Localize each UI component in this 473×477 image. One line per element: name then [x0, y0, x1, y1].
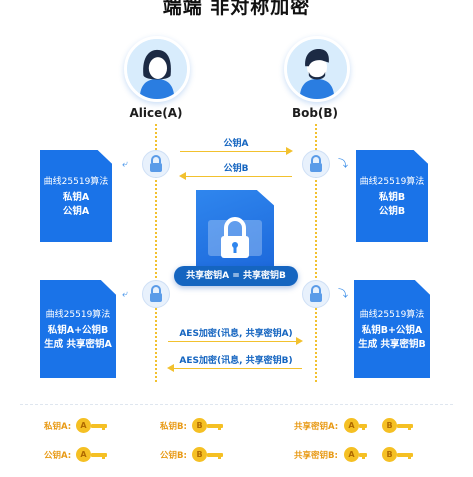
legend-public-key-a-label: 公钥A: [44, 451, 72, 461]
card-line-2: 公钥B [378, 205, 406, 217]
pub-key-a-label: 公钥A [223, 139, 249, 149]
card-title: 曲线25519算法 [43, 176, 109, 187]
alice-shared-card: 曲线25519算法 私钥A+公钥B 生成 共享密钥A [40, 280, 116, 378]
shared-key-equal-label: 共享密钥A = 共享密钥B [174, 266, 298, 286]
card-line-2: 生成 共享密钥B [358, 338, 426, 350]
key-icon: B [382, 418, 413, 433]
key-b-head: B [382, 418, 397, 433]
card-line-1: 私钥B+公钥A [361, 324, 423, 336]
alice-keygen-card: 曲线25519算法 私钥A 公钥A [40, 150, 112, 242]
alice-avatar [124, 36, 190, 102]
alice-timeline [155, 124, 157, 382]
key-icon: A [344, 447, 367, 462]
card-line-1: 私钥A+公钥B [47, 324, 109, 336]
card-line-2: 公钥A [62, 205, 90, 217]
key-b-head: B [192, 447, 207, 462]
lock-icon [310, 155, 322, 172]
bob-name: Bob(B) [291, 106, 339, 120]
arrow-to-alice-card-top: ⤶ [122, 159, 128, 170]
arrowhead-left [179, 172, 186, 180]
arrow-to-alice-card-bottom: ⤶ [122, 289, 128, 300]
arrowhead-right [296, 337, 303, 345]
arrowhead-right [286, 147, 293, 155]
alice-name: Alice(A) [129, 106, 183, 120]
lock-icon [208, 217, 262, 258]
card-title: 曲线25519算法 [359, 309, 425, 320]
arrow-to-bob-card-bottom: ⤵ [338, 289, 348, 300]
bob-timeline [315, 124, 317, 382]
pub-key-a-arrow [180, 151, 286, 152]
key-a-head: A [76, 418, 91, 433]
key-icon: B [192, 447, 223, 462]
alice-lock-top [142, 150, 170, 178]
arrow-to-bob-card-top: ⤵ [338, 159, 348, 170]
key-icon: A [344, 418, 367, 433]
lock-icon [150, 155, 162, 172]
bob-lock-top [302, 150, 330, 178]
pub-key-b-label: 公钥B [223, 164, 249, 174]
bob-avatar [284, 36, 350, 102]
card-line-2: 生成 共享密钥A [44, 338, 112, 350]
legend-private-key-a-label: 私钥A: [44, 422, 72, 432]
lock-icon [150, 285, 162, 302]
key-legend [20, 404, 453, 474]
diagram-title: 端端 非对称加密 [162, 0, 311, 18]
aes-a-arrow [168, 341, 296, 342]
person-icon [287, 39, 347, 99]
legend-private-key-b-label: 私钥B: [160, 422, 187, 432]
aes-b-arrow [174, 368, 302, 369]
key-icon: B [382, 447, 413, 462]
card-line-1: 私钥B [378, 191, 406, 203]
card-line-1: 私钥A [62, 191, 90, 203]
key-icon: A [76, 447, 107, 462]
person-icon [127, 39, 187, 99]
key-icon: A [76, 418, 107, 433]
aes-a-label: AES加密(讯息, 共享密钥A) [179, 329, 293, 339]
card-title: 曲线25519算法 [359, 176, 425, 187]
key-b-head: B [382, 447, 397, 462]
key-a-head: A [344, 418, 359, 433]
bob-shared-card: 曲线25519算法 私钥B+公钥A 生成 共享密钥B [354, 280, 430, 378]
bob-lock-bottom [302, 280, 330, 308]
pub-key-b-arrow [186, 176, 292, 177]
key-a-head: A [76, 447, 91, 462]
key-b-head: B [192, 418, 207, 433]
key-icon: B [192, 418, 223, 433]
arrowhead-left [167, 364, 174, 372]
bob-keygen-card: 曲线25519算法 私钥B 公钥B [356, 150, 428, 242]
aes-b-label: AES加密(讯息, 共享密钥B) [179, 356, 293, 366]
key-a-head: A [344, 447, 359, 462]
legend-shared-key-a-label: 共享密钥A: [294, 422, 339, 432]
legend-public-key-b-label: 公钥B: [160, 451, 187, 461]
legend-shared-key-b-label: 共享密钥B: [294, 451, 338, 461]
alice-lock-bottom [142, 280, 170, 308]
card-title: 曲线25519算法 [45, 309, 111, 320]
lock-icon [310, 285, 322, 302]
